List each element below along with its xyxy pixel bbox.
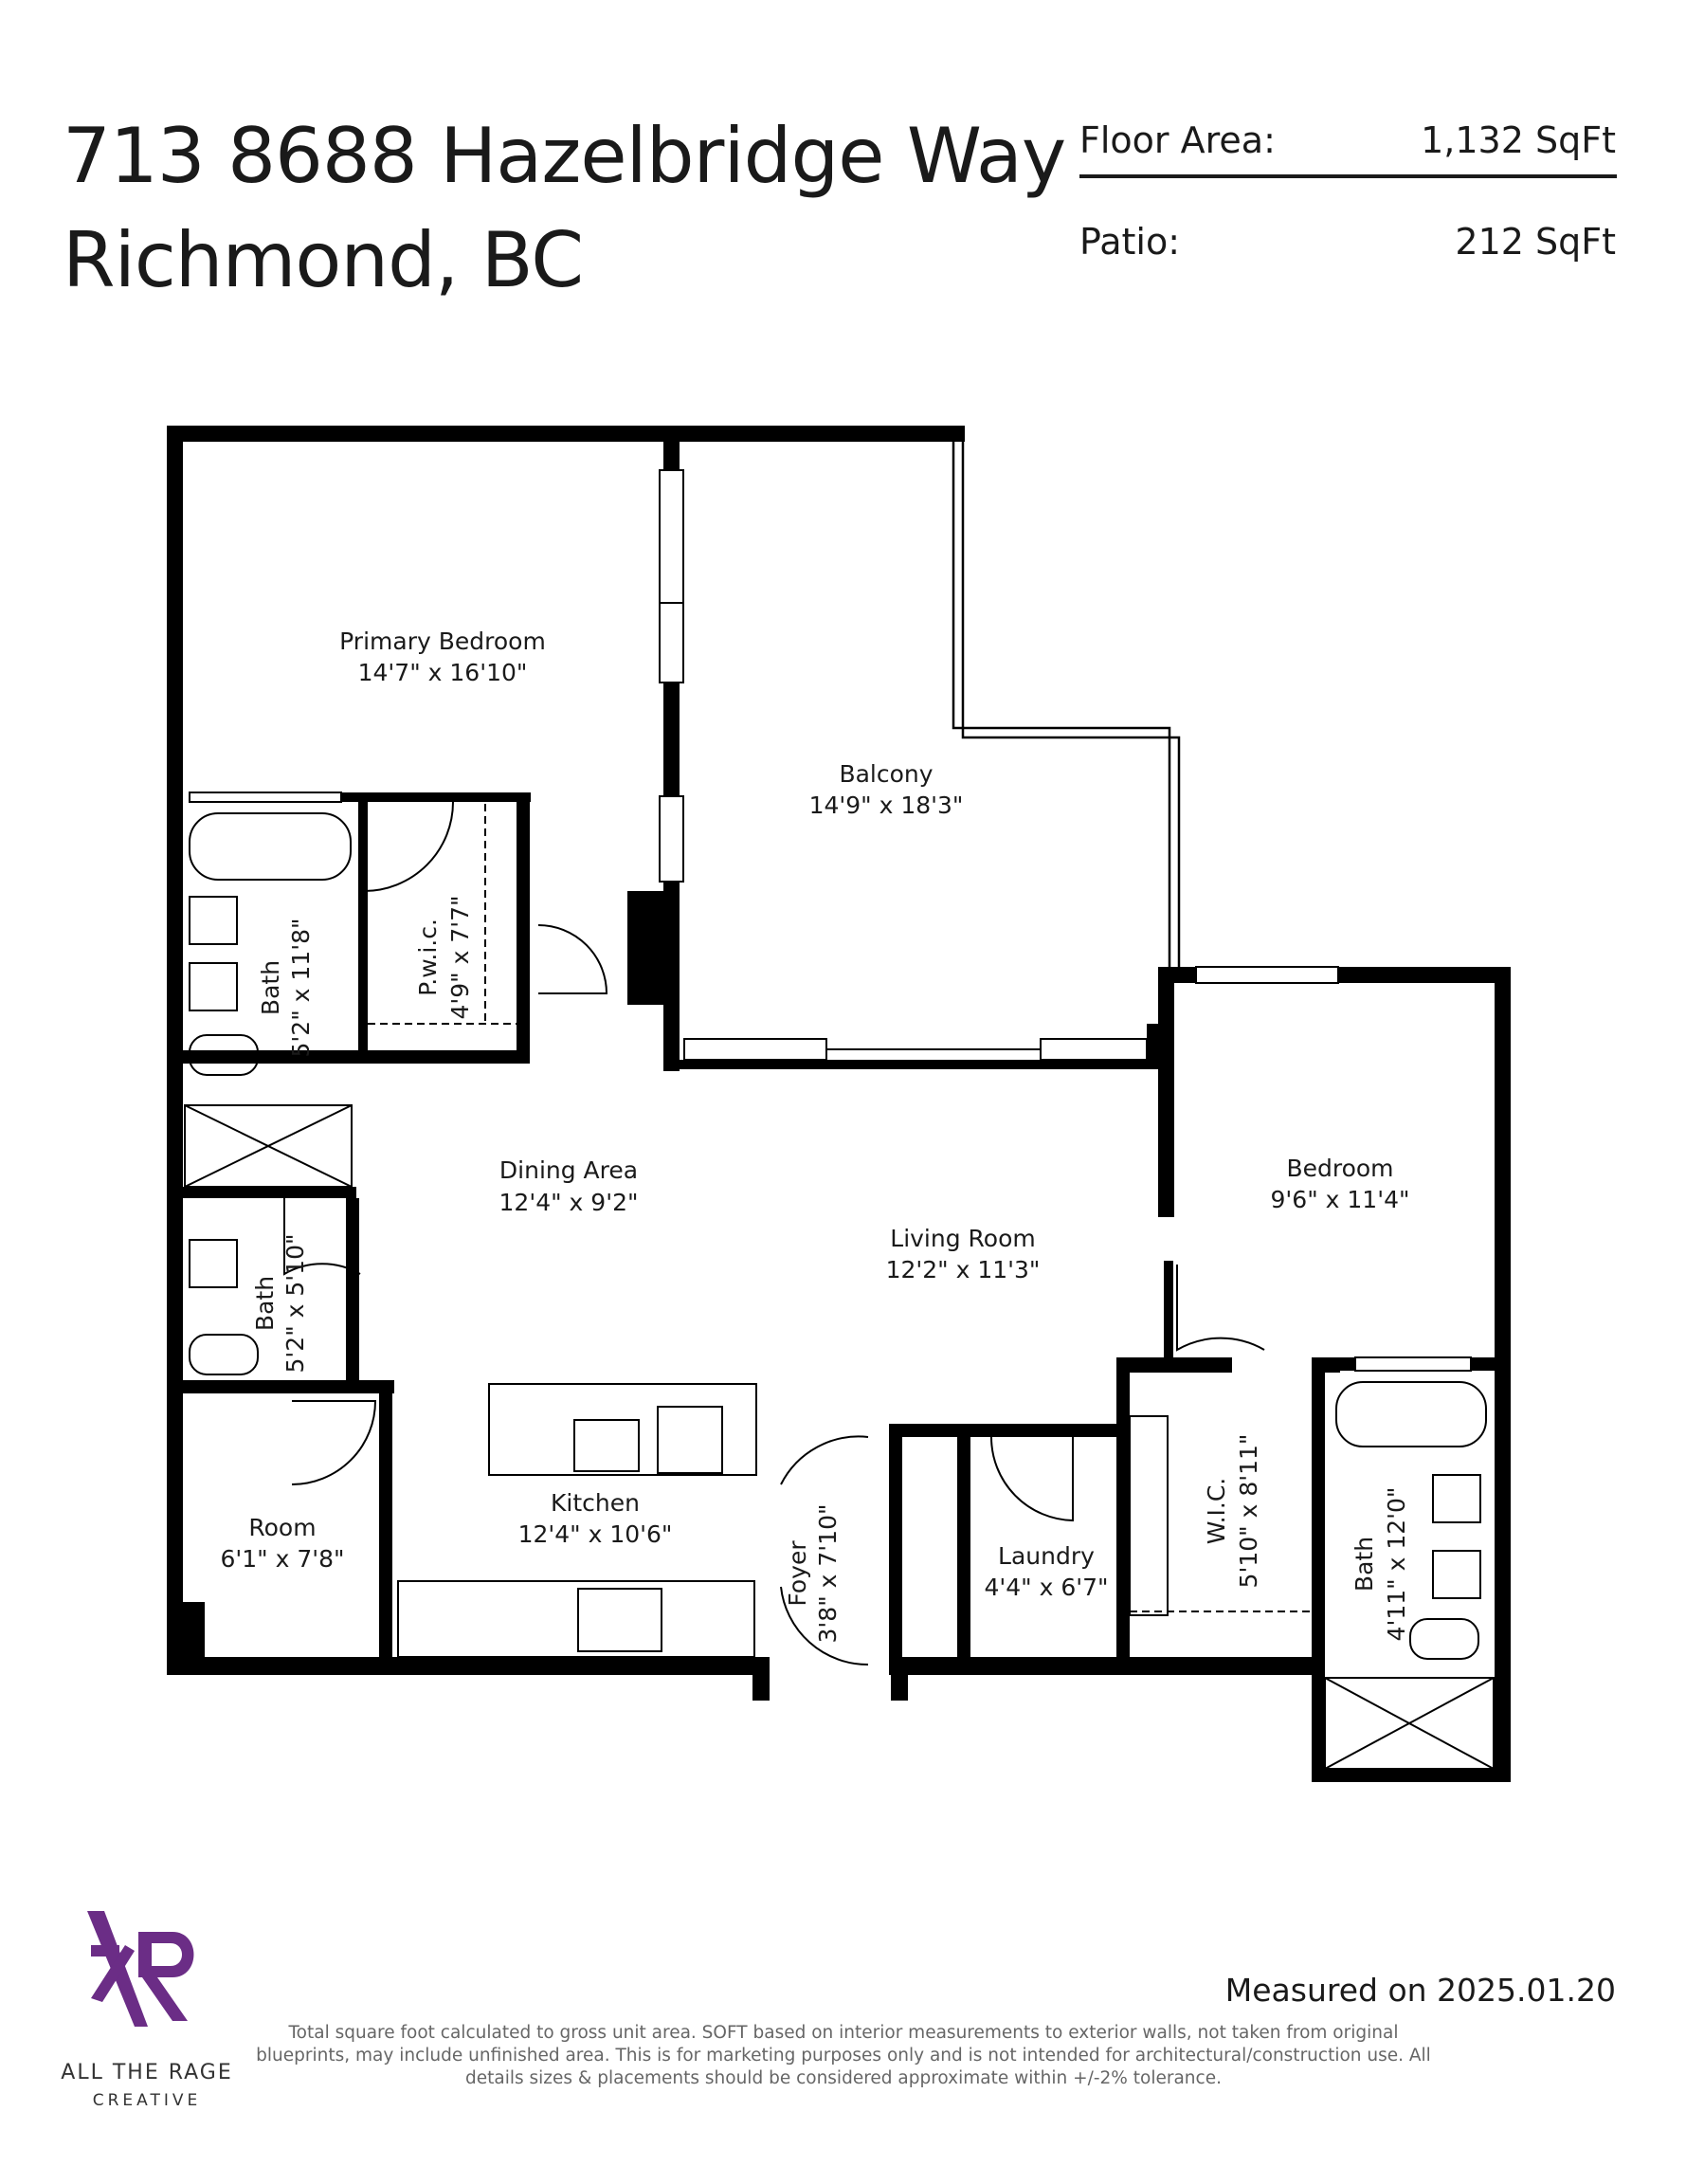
size-wic: 5'10" x 8'11" <box>1235 1434 1262 1589</box>
doors <box>283 801 1265 1666</box>
label-kitchen: Kitchen <box>551 1489 640 1517</box>
label-bedroom: Bedroom <box>1286 1155 1393 1182</box>
room-labels: Primary Bedroom 14'7" x 16'10" Balcony 1… <box>220 628 1410 1643</box>
floor-area-label: Floor Area: <box>1079 119 1276 161</box>
measured-date: Measured on 2025.01.20 <box>1224 1972 1616 2009</box>
size-bedroom: 9'6" x 11'4" <box>1271 1186 1410 1213</box>
label-dining: Dining Area <box>499 1156 638 1184</box>
walls <box>167 426 1511 1782</box>
address-line-2: Richmond, BC <box>63 216 584 304</box>
label-living: Living Room <box>890 1225 1035 1252</box>
size-dining: 12'4" x 9'2" <box>499 1189 639 1216</box>
closet-lines <box>368 804 1312 1616</box>
all-the-rage-logo-icon <box>87 1911 194 2027</box>
fixtures <box>184 812 1495 1770</box>
windows <box>189 469 1472 1372</box>
label-bath-small: Bath <box>251 1276 279 1331</box>
label-bath-bedroom: Bath <box>1351 1537 1378 1592</box>
floor-plan: Primary Bedroom 14'7" x 16'10" Balcony 1… <box>167 426 1511 1782</box>
size-kitchen: 12'4" x 10'6" <box>518 1520 673 1548</box>
size-bath-small: 5'2" x 5'10" <box>281 1234 309 1374</box>
brand-subtitle: CREATIVE <box>92 2091 202 2110</box>
size-primary-bedroom: 14'7" x 16'10" <box>358 659 528 686</box>
size-room: 6'1" x 7'8" <box>220 1545 344 1573</box>
size-balcony: 14'9" x 18'3" <box>809 792 964 819</box>
label-bath-primary: Bath <box>257 960 284 1015</box>
label-laundry: Laundry <box>998 1542 1095 1570</box>
patio-value: 212 SqFt <box>1455 221 1616 263</box>
patio-label: Patio: <box>1079 221 1181 263</box>
size-pwic: 4'9" x 7'7" <box>446 895 474 1019</box>
size-living: 12'2" x 11'3" <box>886 1256 1041 1283</box>
label-wic: W.I.C. <box>1203 1478 1230 1545</box>
size-laundry: 4'4" x 6'7" <box>984 1574 1108 1601</box>
label-primary-bedroom: Primary Bedroom <box>339 628 546 655</box>
address-line-1: 713 8688 Hazelbridge Way <box>63 112 1066 200</box>
stat-divider <box>1079 174 1617 178</box>
label-balcony: Balcony <box>839 760 933 788</box>
floor-area-value: 1,132 SqFt <box>1421 119 1616 161</box>
label-foyer: Foyer <box>784 1540 811 1607</box>
balcony-outline <box>952 436 1181 967</box>
size-bath-primary: 5'2" x 11'8" <box>287 919 315 1058</box>
size-bath-bedroom: 4'11" x 12'0" <box>1383 1487 1410 1642</box>
label-pwic: P.w.i.c. <box>414 919 442 996</box>
disclaimer-text: Total square foot calculated to gross un… <box>256 2023 1431 2088</box>
size-foyer: 3'8" x 7'10" <box>814 1504 842 1644</box>
brand-name: ALL THE RAGE <box>61 2061 233 2084</box>
label-room: Room <box>248 1514 316 1541</box>
